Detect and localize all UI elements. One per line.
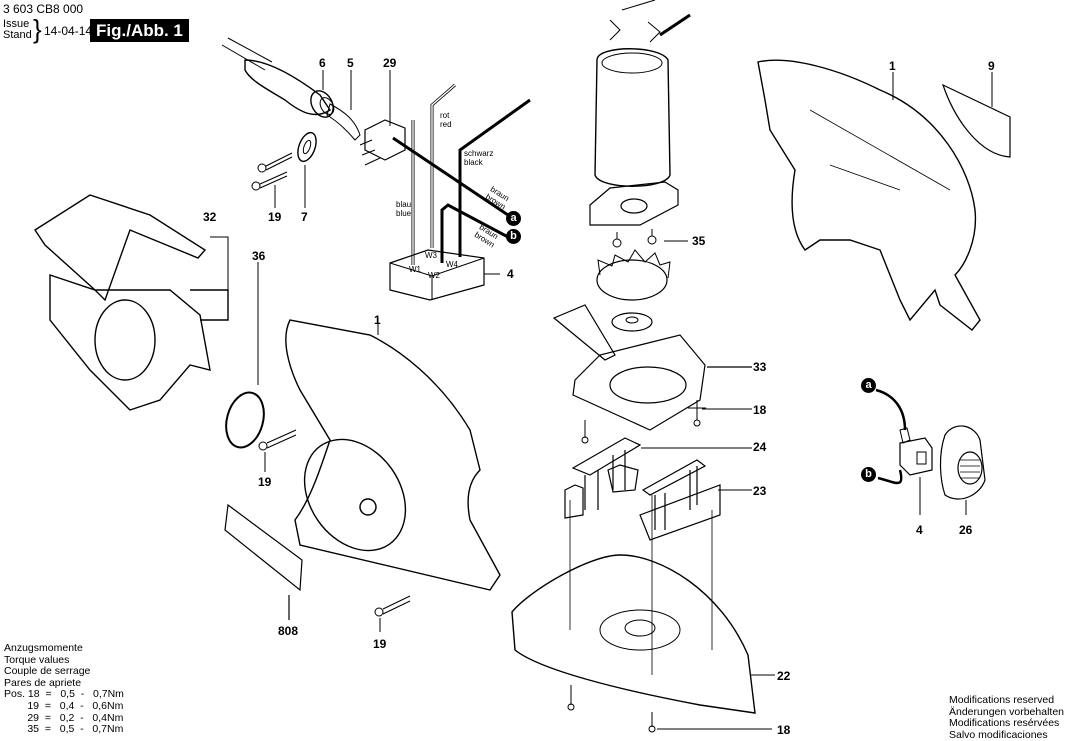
callout-4-right: 4	[916, 523, 923, 537]
torque-row: 19 = 0,4 - 0,6Nm	[4, 699, 124, 712]
torque-row: 29 = 0,2 - 0,4Nm	[4, 711, 124, 724]
cable-clamp-7	[297, 131, 317, 163]
leaders-19-7	[274, 165, 306, 208]
callout-9: 9	[988, 59, 995, 73]
wire-label-red-en: red	[440, 120, 452, 129]
screws-18-mid	[581, 400, 752, 444]
connector-a-wiring: a	[506, 211, 521, 226]
label-808	[224, 503, 303, 620]
wire-label-blue: blau blue	[396, 200, 411, 218]
cover-26	[939, 425, 986, 515]
callout-1-left: 1	[374, 313, 381, 327]
torque-title-en: Torque values	[4, 653, 70, 666]
connector-b-wiring: b	[506, 229, 521, 244]
modifications-fr: Modifications resérvées	[949, 717, 1060, 730]
switch-box-4	[389, 249, 500, 301]
issue-label-de: Stand	[3, 29, 32, 41]
motor	[594, 0, 691, 187]
callout-808: 808	[278, 624, 299, 638]
wire-label-blue-de: blau	[396, 200, 412, 209]
screws-18-bottom	[567, 685, 772, 733]
torque-title-fr: Couple de serrage	[4, 665, 91, 678]
connector-b-switch: b	[861, 467, 876, 482]
oring-36	[225, 262, 265, 449]
modifications-notice: Modifications reserved Änderungen vorbeh…	[949, 694, 1065, 741]
connector-a-switch: a	[861, 378, 876, 393]
wire-label-black-en: black	[464, 158, 483, 167]
callout-1-right: 1	[889, 59, 896, 73]
torque-title-es: Pares de apriete	[4, 676, 82, 689]
modifications-en: Modifications reserved	[949, 694, 1055, 706]
torque-title-de: Anzugsmomente	[4, 642, 83, 654]
callout-35: 35	[692, 234, 706, 248]
wires	[392, 83, 531, 265]
wire-label-black-de: schwarz	[464, 149, 494, 158]
housing-shell-right-1	[757, 59, 981, 331]
callout-29: 29	[383, 56, 397, 70]
screws-19-top	[251, 152, 293, 191]
terminal-w2: W2	[428, 271, 440, 280]
callout-36: 36	[252, 249, 266, 263]
bearing	[611, 312, 653, 332]
callout-23: 23	[753, 484, 767, 498]
bracket-24	[564, 437, 752, 519]
wire-label-blue-en: blue	[396, 209, 412, 218]
brace: }	[33, 14, 42, 44]
fan-housing-33	[552, 304, 752, 431]
cable-sheath-5	[326, 103, 361, 141]
document-number: 3 603 CB8 000	[3, 2, 84, 16]
terminal-w1: W1	[409, 265, 421, 274]
screw-19-bottom	[374, 595, 411, 632]
callout-19-mid: 19	[258, 475, 272, 489]
figure-label: Fig./Abb. 1	[90, 19, 189, 42]
callout-19-bottom: 19	[373, 637, 387, 651]
label-9	[941, 72, 1011, 158]
terminal-w4: W4	[446, 260, 458, 269]
torque-row: 35 = 0,5 - 0,7Nm	[4, 723, 124, 736]
power-cable	[221, 37, 331, 116]
wire-label-red-de: rot	[440, 111, 450, 120]
callout-26: 26	[959, 523, 973, 537]
issue-label: Issue Stand	[3, 19, 32, 41]
callout-32: 32	[203, 210, 217, 224]
callout-18-bottom: 18	[777, 723, 791, 737]
screw-19-mid	[258, 429, 297, 472]
callout-18-mid: 18	[753, 403, 767, 417]
callout-24: 24	[753, 440, 767, 454]
callout-33: 33	[753, 360, 767, 374]
callout-19-top: 19	[268, 210, 282, 224]
wire-label-black: schwarz black	[464, 149, 493, 167]
torque-values: Anzugsmomente Torque values Couple de se…	[4, 642, 124, 736]
issue-label-en: Issue	[3, 18, 30, 30]
leaders-6-5-29	[322, 70, 391, 126]
strain-relief-6	[310, 90, 335, 118]
modifications-de: Änderungen vorbehalten	[949, 705, 1065, 718]
terminal-block-29	[359, 119, 406, 166]
housing-cover-32	[34, 194, 229, 411]
modifications-es: Salvo modificaciones	[949, 728, 1048, 741]
wire-label-red: rot red	[440, 111, 452, 129]
bracket-23	[639, 459, 752, 541]
callout-4-wiring: 4	[507, 267, 514, 281]
callout-7: 7	[301, 210, 308, 224]
terminal-w3: W3	[425, 251, 437, 260]
housing-shell-left-1	[285, 318, 501, 591]
sanding-plate-22	[511, 495, 775, 714]
callout-22: 22	[777, 669, 791, 683]
motor-flange	[589, 181, 679, 226]
switch-4-right	[875, 388, 933, 515]
callout-5: 5	[347, 56, 354, 70]
callout-6: 6	[319, 56, 326, 70]
screws-35	[612, 229, 688, 248]
issue-date: 14-04-14	[44, 24, 93, 38]
torque-row: Pos. 18 = 0,5 - 0,7Nm	[4, 688, 124, 701]
fan	[596, 249, 671, 301]
